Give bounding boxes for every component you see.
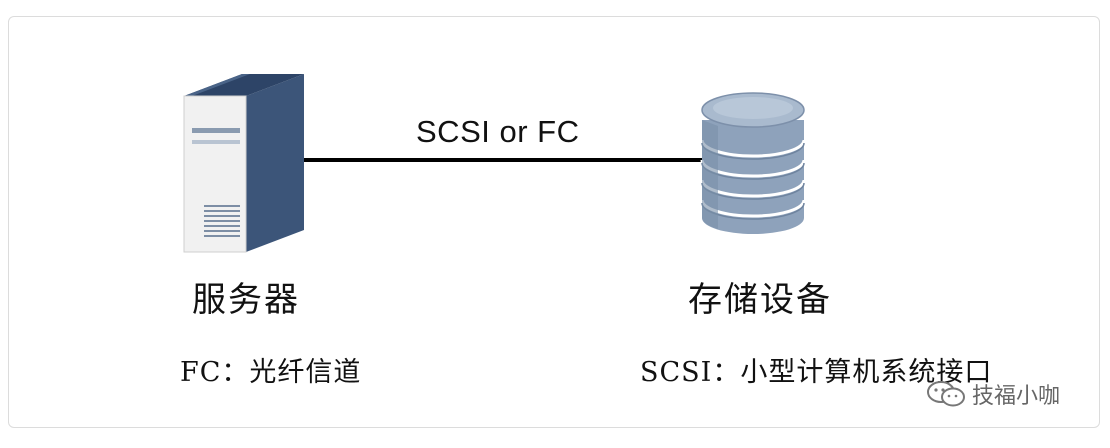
- server-icon: [183, 74, 304, 253]
- scsi-definition-note: SCSI：小型计算机系统接口: [640, 357, 993, 388]
- server-label: 服务器: [192, 280, 300, 320]
- watermark: 技福小咖: [926, 378, 1060, 410]
- connector-label: SCSI or FC: [416, 114, 580, 149]
- storage-icon: [700, 92, 806, 234]
- watermark-text: 技福小咖: [972, 384, 1061, 409]
- storage-label: 存储设备: [688, 280, 832, 320]
- diagram-frame: [8, 16, 1100, 428]
- fc-definition-note: FC：光纤信道: [180, 357, 362, 388]
- chat-bubble-icon: [926, 379, 966, 409]
